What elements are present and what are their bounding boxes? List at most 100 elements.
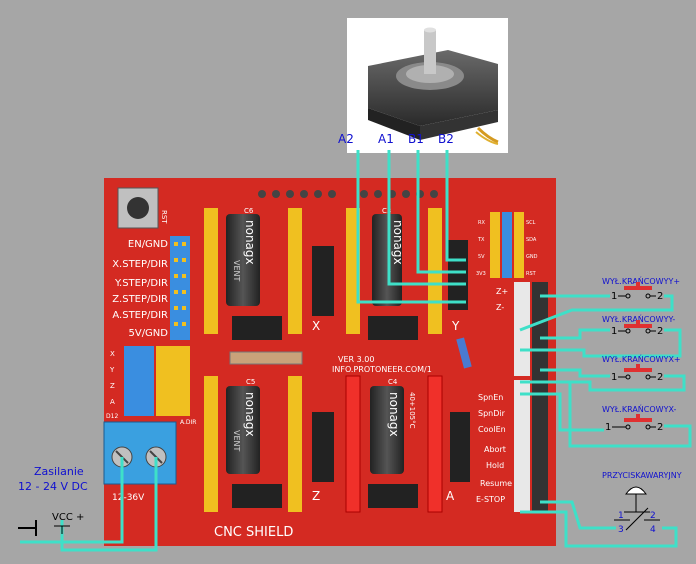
label-b1: B1	[408, 132, 424, 146]
svg-text:nonagx: nonagx	[391, 220, 405, 265]
svg-text:2: 2	[657, 422, 663, 433]
label-a1: A1	[378, 132, 394, 146]
svg-text:1: 1	[611, 326, 617, 337]
label-a-step-dir: A.STEP/DIR	[112, 310, 168, 321]
svg-text:nonagx: nonagx	[387, 392, 401, 437]
svg-text:Z: Z	[110, 382, 115, 390]
svg-text:Resume: Resume	[480, 479, 512, 488]
svg-text:PRZYCISKAWARYJNY: PRZYCISKAWARYJNY	[602, 471, 682, 480]
svg-text:Abort: Abort	[484, 445, 506, 454]
svg-text:4: 4	[650, 525, 656, 535]
svg-text:TX: TX	[477, 237, 485, 243]
svg-text:1: 1	[618, 511, 624, 521]
svg-text:2: 2	[657, 326, 663, 337]
svg-text:SpnEn: SpnEn	[478, 393, 503, 402]
label-z-step-dir: Z.STEP/DIR	[112, 294, 168, 305]
svg-text:40+105°C: 40+105°C	[408, 392, 416, 429]
label-5v-gnd: 5V/GND	[128, 328, 168, 339]
svg-text:A.DIR: A.DIR	[180, 419, 196, 426]
svg-text:3V3: 3V3	[476, 271, 486, 277]
left-label-column: EN/GND X.STEP/DIR Y.STEP/DIR Z.STEP/DIR …	[112, 239, 168, 339]
svg-text:Z+: Z+	[496, 287, 508, 296]
wires	[20, 150, 692, 552]
svg-text:GND: GND	[526, 254, 538, 260]
board-website: INFO.PROTONEER.COM/1	[332, 365, 432, 374]
svg-text:Y: Y	[451, 319, 460, 333]
svg-text:SCL: SCL	[526, 220, 536, 226]
label-a2: A2	[338, 132, 354, 146]
limit-switch-y-plus: WYŁ.KRAŃCOWYY+ 1 2	[602, 275, 680, 302]
board-name: CNC SHIELD	[214, 525, 293, 540]
label-en-gnd: EN/GND	[128, 239, 168, 250]
small-resistor	[456, 337, 472, 369]
driver-socket-z: nonagx VENT C5 Z	[204, 376, 320, 512]
svg-text:2: 2	[650, 511, 656, 521]
microstep-jumpers-left: X Y Z A D12 A.DIR	[106, 346, 196, 426]
svg-text:C6: C6	[244, 207, 254, 215]
limit-switch-x-minus: WYŁ.KRAŃCOWYX- 1 2	[602, 403, 677, 433]
power-range: 12 - 24 V DC	[18, 480, 88, 493]
svg-text:E-STOP: E-STOP	[476, 495, 505, 504]
svg-text:Hold: Hold	[486, 461, 504, 470]
reset-button	[127, 197, 149, 219]
svg-text:Z: Z	[312, 489, 320, 503]
driver-socket-a: nonagx 40+105°C C4 A	[345, 375, 455, 513]
header-holes-top	[258, 190, 438, 198]
y-motor-connector	[448, 240, 468, 310]
svg-text:nonagx: nonagx	[243, 220, 257, 265]
svg-text:D12: D12	[106, 413, 118, 420]
svg-text:5V: 5V	[478, 254, 485, 260]
stepper-motor-image	[368, 27, 499, 145]
svg-text:SDA: SDA	[526, 237, 537, 243]
rst-label: RST	[160, 210, 168, 224]
wire-b1	[416, 150, 466, 274]
wire-a1	[387, 150, 466, 286]
svg-text:2: 2	[657, 291, 663, 302]
svg-text:WYŁ.KRAŃCOWYY-: WYŁ.KRAŃCOWYY-	[602, 313, 675, 324]
svg-text:RST: RST	[526, 271, 537, 277]
svg-text:WYŁ.KRAŃCOWYX+: WYŁ.KRAŃCOWYX+	[602, 353, 681, 364]
power-supply-labels: Zasilanie 12 - 24 V DC VCC +	[18, 465, 88, 536]
power-title: Zasilanie	[34, 465, 84, 478]
svg-text:VENT: VENT	[232, 430, 241, 452]
label-b2: B2	[438, 132, 454, 146]
svg-text:X: X	[110, 350, 115, 358]
svg-text:C4: C4	[388, 378, 398, 386]
wire-b2	[445, 150, 466, 262]
svg-text:VENT: VENT	[232, 260, 241, 282]
wire-a2	[356, 150, 466, 304]
svg-text:nonagx: nonagx	[243, 392, 257, 437]
motor-pin-labels: A2 A1 B1 B2	[338, 132, 454, 146]
limit-switch-y-minus: WYŁ.KRAŃCOWYY- 1 2	[602, 313, 675, 337]
svg-text:SpnDir: SpnDir	[478, 409, 506, 418]
svg-text:WYŁ.KRAŃCOWYY+: WYŁ.KRAŃCOWYY+	[602, 275, 680, 286]
resistor-component	[229, 351, 303, 365]
svg-text:1: 1	[611, 372, 617, 383]
power-vcc-label: VCC +	[52, 512, 84, 523]
svg-text:A: A	[110, 398, 115, 406]
left-blue-header	[170, 236, 190, 340]
board-version: VER 3.00	[338, 355, 374, 364]
svg-text:Z-: Z-	[496, 303, 504, 312]
svg-text:C5: C5	[246, 378, 255, 386]
svg-text:2: 2	[657, 372, 663, 383]
svg-text:3: 3	[618, 525, 624, 535]
emergency-stop-button: PRZYCISKAWARYJNY 1 2 3 4	[602, 471, 682, 535]
label-x-step-dir: X.STEP/DIR	[112, 259, 168, 270]
svg-text:CoolEn: CoolEn	[478, 425, 506, 434]
svg-text:WYŁ.KRAŃCOWYX-: WYŁ.KRAŃCOWYX-	[602, 403, 677, 414]
svg-text:1: 1	[611, 291, 617, 302]
driver-socket-x: nonagx VENT C6 X	[204, 207, 320, 334]
svg-text:X: X	[312, 319, 320, 333]
right-top-header: RX TX 5V 3V3 SCL SDA GND RST	[476, 212, 538, 278]
jumper-blocks	[232, 246, 470, 508]
svg-text:1: 1	[605, 422, 611, 433]
label-y-step-dir: Y.STEP/DIR	[114, 278, 168, 289]
control-header: SpnEn SpnDir CoolEn Abort Hold Resume E-…	[476, 380, 530, 512]
power-voltage-label: 12-36V	[112, 493, 145, 503]
svg-text:Y: Y	[109, 366, 115, 374]
svg-text:C3: C3	[382, 207, 391, 215]
limit-switch-x-plus: WYŁ.KRAŃCOWYX+ 1 2	[602, 353, 681, 383]
